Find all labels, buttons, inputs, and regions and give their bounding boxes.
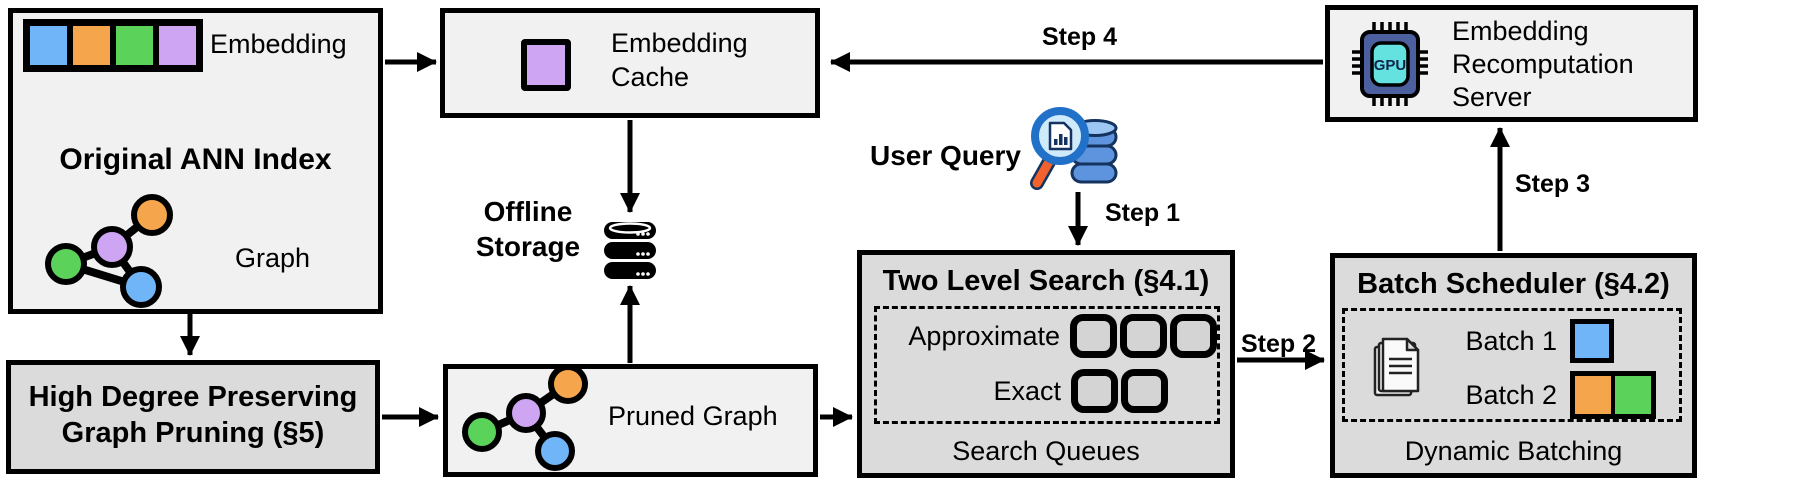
queue-slot — [1170, 314, 1217, 358]
dynamic-batching-caption: Dynamic Batching — [1404, 436, 1623, 466]
user-query-label: User Query — [870, 140, 1021, 171]
pruned-graph-icon — [462, 369, 588, 471]
ann-index-title: Original ANN Index — [59, 143, 332, 176]
batch-scheduler-title: Batch Scheduler (§4.2) — [1357, 268, 1670, 300]
embedding-vector — [23, 19, 203, 72]
batch2-row: Batch 2 — [1345, 371, 1656, 419]
original-ann-index-box: Embedding Original ANN Index Graph — [8, 8, 383, 314]
step3-label: Step 3 — [1515, 170, 1591, 198]
queue-slot — [1121, 369, 1168, 413]
batch1-square-blue — [1570, 319, 1614, 363]
graph-pruning-box: High Degree Preserving Graph Pruning (§5… — [6, 360, 380, 474]
batch2-square-green — [1615, 376, 1651, 414]
batch1-label: Batch 1 — [1465, 325, 1557, 356]
queue-slot — [1120, 314, 1167, 358]
embedding-cache-box: Embedding Cache — [440, 8, 820, 118]
pruned-graph-label: Pruned Graph — [608, 401, 778, 431]
search-queues-container: Approximate Exact — [874, 306, 1220, 424]
recomputation-server-box: GPU Embedding Recomputation Server — [1325, 5, 1698, 122]
offline-storage-label: Offline Storage — [475, 196, 581, 262]
batch-scheduler-box: Batch Scheduler (§4.2) Batch 1 Batch 2 — [1330, 253, 1697, 478]
gpu-icon-label: GPU — [1374, 57, 1407, 74]
embedding-square-blue — [27, 23, 70, 68]
approximate-queue-row: Approximate — [877, 314, 1217, 358]
graph-pruning-title: High Degree Preserving Graph Pruning (§5… — [28, 381, 358, 449]
embedding-square-purple — [156, 23, 199, 68]
step2-label: Step 2 — [1241, 330, 1317, 358]
embedding-square-green — [113, 23, 156, 68]
graph-label: Graph — [235, 243, 311, 273]
batch2-label: Batch 2 — [1465, 379, 1557, 410]
exact-label: Exact — [993, 375, 1061, 406]
search-queues-caption: Search Queues — [952, 436, 1140, 466]
embedding-label: Embedding — [210, 29, 347, 59]
two-level-search-box: Two Level Search (§4.1) Approximate Exac… — [857, 250, 1235, 478]
embedding-square-orange — [70, 23, 113, 68]
step4-label: Step 4 — [1042, 23, 1118, 51]
pruned-graph-box: Pruned Graph — [443, 364, 818, 477]
exact-queue-slots — [1071, 369, 1168, 413]
cached-embedding-square — [521, 39, 571, 91]
dynamic-batching-container: Batch 1 Batch 2 — [1342, 308, 1682, 422]
step1-label: Step 1 — [1105, 199, 1181, 227]
documents-icon — [1373, 337, 1420, 397]
offline-storage-icon — [604, 222, 656, 279]
approximate-label: Approximate — [908, 320, 1060, 351]
batch2-square-orange — [1575, 376, 1615, 414]
gpu-icon: GPU — [1352, 22, 1428, 106]
approximate-queue-slots — [1070, 314, 1217, 358]
graph-icon — [45, 194, 173, 308]
recomputation-server-title: Embedding Recomputation Server — [1452, 16, 1634, 112]
embedding-cache-title: Embedding Cache — [611, 28, 748, 92]
batch2-squares — [1570, 371, 1656, 419]
two-level-search-title: Two Level Search (§4.1) — [882, 265, 1210, 297]
user-query-icon — [1030, 107, 1118, 190]
queue-slot — [1071, 369, 1118, 413]
exact-queue-row: Exact — [877, 369, 1217, 413]
batch1-row: Batch 1 — [1345, 319, 1614, 363]
queue-slot — [1070, 314, 1117, 358]
